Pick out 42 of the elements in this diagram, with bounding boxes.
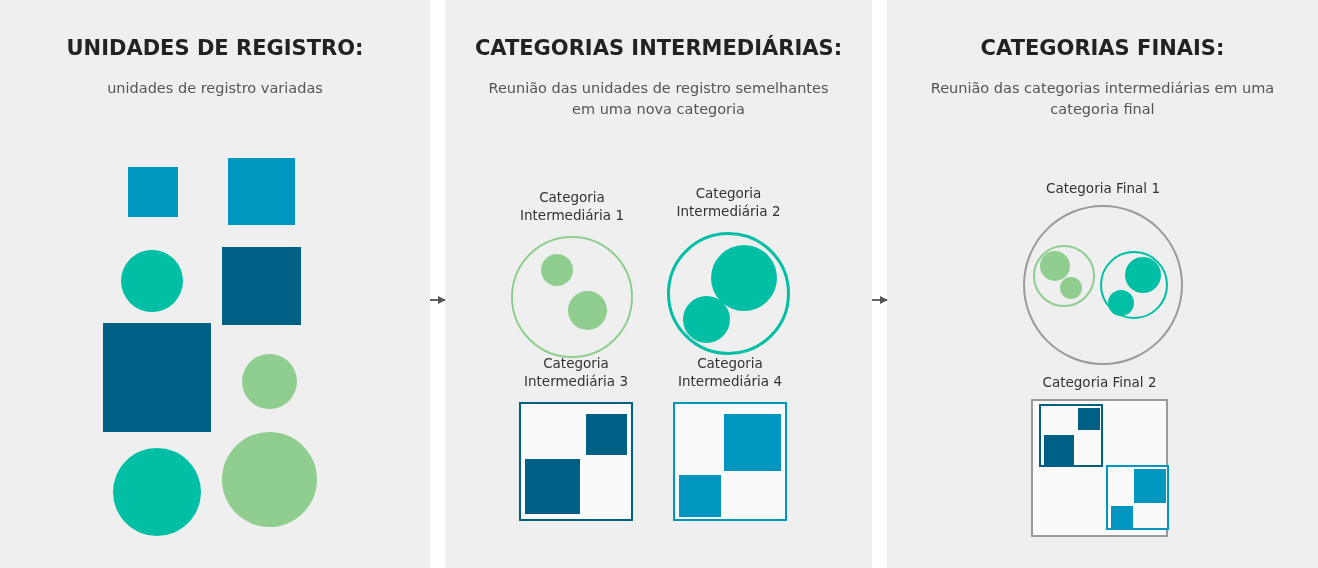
- panel-description: Reunião das categorias intermediárias em uma categoria final: [929, 79, 1276, 119]
- category-label: Categoria Intermediária 2: [675, 184, 782, 221]
- panel-heading: UNIDADES DE REGISTRO:: [65, 36, 365, 60]
- circle: [1108, 290, 1134, 316]
- panel-description: unidades de registro variadas: [106, 79, 324, 98]
- square: [586, 414, 627, 455]
- circle: [1125, 257, 1161, 293]
- square: [724, 414, 781, 471]
- category-label: Categoria Intermediária 4: [677, 354, 783, 391]
- square: [1134, 469, 1166, 503]
- square: [103, 323, 211, 432]
- panel-heading: CATEGORIAS INTERMEDIÁRIAS:: [473, 36, 844, 60]
- circle: [242, 354, 297, 409]
- panel-heading: CATEGORIAS FINAIS:: [979, 36, 1226, 60]
- category-frame: [1106, 465, 1169, 530]
- square: [228, 158, 295, 225]
- panel-background: [0, 0, 430, 568]
- panel-background: [887, 0, 1318, 568]
- panel-description: Reunião das unidades de registro semelhantes em uma nova categoria: [487, 79, 830, 119]
- category-label: Categoria Final 1: [1045, 179, 1161, 198]
- panel-background: [445, 0, 872, 568]
- square: [1078, 408, 1100, 430]
- circle: [568, 291, 607, 330]
- category-label: Categoria Final 2: [1041, 373, 1158, 392]
- square: [222, 247, 301, 325]
- circle: [1060, 277, 1082, 299]
- square: [128, 167, 178, 217]
- category-frame: [1039, 404, 1103, 467]
- circle: [541, 254, 573, 286]
- square: [1044, 435, 1074, 465]
- circle: [683, 296, 730, 343]
- square: [679, 475, 721, 517]
- arrow: [429, 296, 446, 304]
- square: [1111, 506, 1133, 528]
- circle: [711, 245, 777, 311]
- square: [525, 459, 580, 514]
- category-circle: [1100, 251, 1168, 319]
- category-label: Categoria Intermediária 1: [519, 188, 625, 225]
- category-label: Categoria Intermediária 3: [523, 354, 629, 391]
- category-circle: [1033, 245, 1095, 307]
- circle: [1040, 251, 1070, 281]
- arrow: [871, 296, 888, 304]
